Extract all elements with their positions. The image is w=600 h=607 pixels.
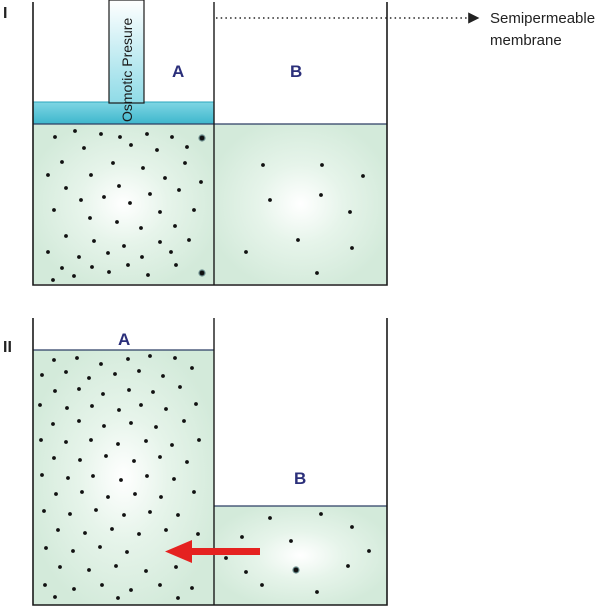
membrane-label-line2: membrane <box>490 32 562 49</box>
piston <box>108 0 145 104</box>
container-two-walls <box>32 318 388 606</box>
solute-particles-b-two <box>224 512 371 594</box>
red-arrow-icon <box>165 540 260 563</box>
panel-two: II A B <box>3 318 388 606</box>
chamber-b-solution <box>214 124 387 284</box>
piston-fluid-layer <box>33 102 214 124</box>
panel-two-label: II <box>3 339 12 356</box>
solute-particles-b-one <box>244 163 365 275</box>
chamber-a-solution-two <box>33 350 214 605</box>
container-one-walls <box>32 2 388 286</box>
chamber-b-solution-two <box>214 506 387 605</box>
solute-particles-a-one <box>46 129 206 282</box>
membrane-label-line1: Semipermeable <box>490 10 595 27</box>
chamber-a-label-top: A <box>172 62 184 81</box>
chamber-b-label-top: B <box>290 62 302 81</box>
chamber-a-label-bottom: A <box>118 330 130 349</box>
chamber-a-solution <box>33 124 214 284</box>
panel-one: I Osmotic Presure A B <box>3 0 595 286</box>
piston-label: Osmotic Presure <box>119 18 135 122</box>
solute-particles-a-two <box>38 354 201 600</box>
panel-one-label: I <box>3 5 7 22</box>
chamber-b-label-bottom: B <box>294 469 306 488</box>
